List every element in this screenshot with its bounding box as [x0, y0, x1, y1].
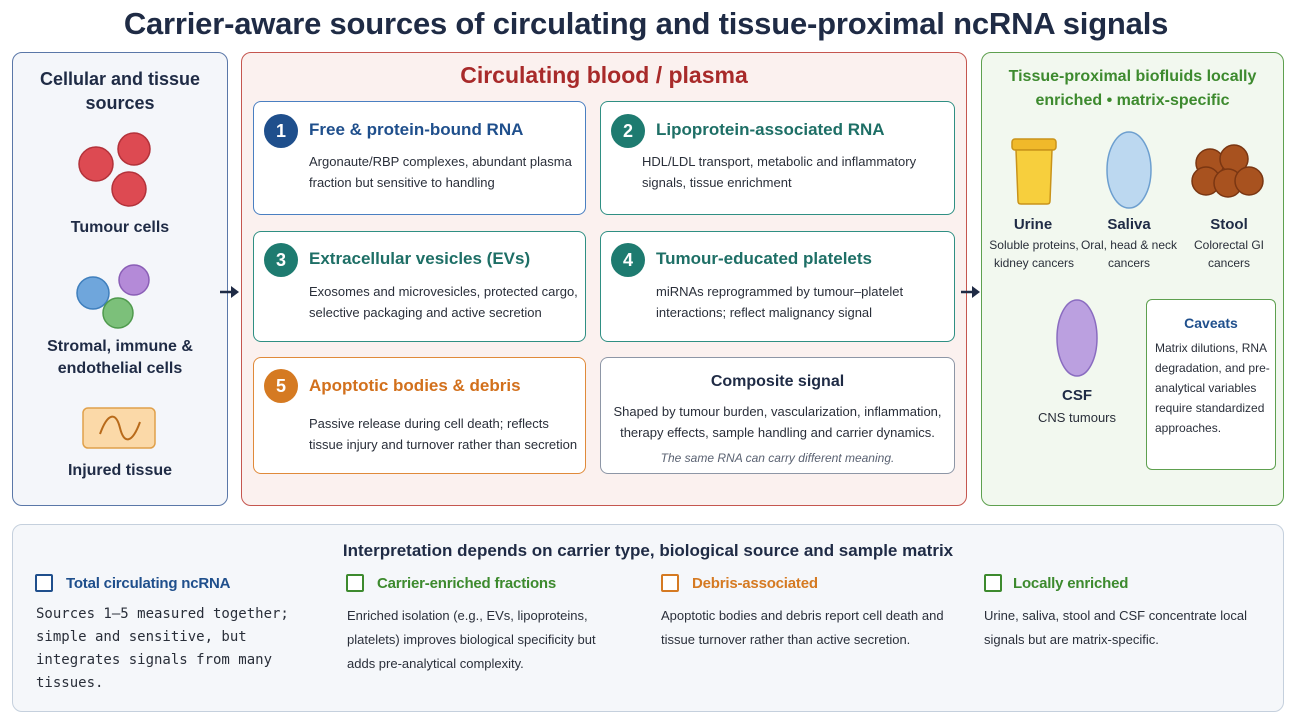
- card-description: miRNAs reprogrammed by tumour–platelet i…: [656, 284, 904, 320]
- carrier-card-ev: 3 Extracellular vesicles (EVs) Exosomes …: [253, 231, 586, 342]
- page-title: Carrier-aware sources of circulating and…: [123, 6, 1169, 41]
- sources-title: Cellular and tissue sources: [39, 69, 201, 113]
- saliva-description: Oral, head & neck cancers: [1080, 238, 1178, 270]
- composite-description: Shaped by tumour burden, vascularization…: [613, 404, 942, 440]
- carrier-card-lipoprotein: 2 Lipoprotein-associated RNA HDL/LDL tra…: [600, 101, 955, 215]
- number-badge: 4: [611, 243, 645, 277]
- card-title: Extracellular vesicles (EVs): [309, 249, 531, 268]
- checkbox-icon: [984, 574, 1002, 592]
- number-badge: 5: [264, 369, 298, 403]
- arrow-right-icon: [220, 286, 239, 298]
- debris-associated-label: Debris-associated: [692, 575, 818, 592]
- tumour-cells-label: Tumour cells: [70, 219, 170, 236]
- card-description: Argonaute/RBP complexes, abundant plasma…: [309, 154, 572, 190]
- card-description: Exosomes and microvesicles, protected ca…: [309, 284, 578, 320]
- biofluids-title: Tissue-proximal biofluids locally enrich…: [1008, 68, 1257, 109]
- locally-enriched-text: Urine, saliva, stool and CSF concentrate…: [984, 608, 1248, 647]
- caveats-text: Matrix dilutions, RNA degradation, and p…: [1155, 341, 1270, 435]
- saliva-label: Saliva: [1107, 216, 1151, 233]
- saliva-drop-icon: [1106, 131, 1152, 209]
- debris-associated-text: Apoptotic bodies and debris report cell …: [661, 608, 944, 647]
- stromal-cells-label: Stromal, immune & endothelial cells: [47, 338, 193, 377]
- stool-label: Stool: [1210, 216, 1248, 233]
- arrow-right-icon: [961, 286, 980, 298]
- blood-title: Circulating blood / plasma: [460, 62, 748, 88]
- carrier-enriched-text: Enriched isolation (e.g., EVs, lipoprote…: [347, 608, 596, 671]
- carrier-card-free-rna: 1 Free & protein-bound RNA Argonaute/RBP…: [253, 101, 586, 215]
- carrier-enriched-label: Carrier-enriched fractions: [377, 575, 557, 592]
- checkbox-icon: [346, 574, 364, 592]
- tumour-cells-icon: [78, 132, 151, 207]
- total-ncrna-text: Sources 1–5 measured together; simple an…: [36, 606, 289, 691]
- checkbox-icon: [661, 574, 679, 592]
- number-badge: 3: [264, 243, 298, 277]
- composite-note: The same RNA can carry different meaning…: [660, 451, 895, 465]
- card-title: Free & protein-bound RNA: [309, 120, 524, 139]
- interpretation-panel: [12, 524, 1284, 712]
- caveats-box: Caveats Matrix dilutions, RNA degradatio…: [1146, 299, 1276, 470]
- stool-description: Colorectal GI cancers: [1193, 238, 1265, 270]
- card-description: Passive release during cell death; refle…: [309, 416, 578, 452]
- number-badge: 2: [611, 114, 645, 148]
- urine-description: Soluble proteins, kidney cancers: [989, 238, 1079, 270]
- caveats-title: Caveats: [1184, 315, 1238, 331]
- number-badge: 1: [264, 114, 298, 148]
- csf-drop-icon: [1056, 299, 1098, 377]
- csf-label: CSF: [1062, 387, 1092, 404]
- composite-title: Composite signal: [710, 373, 845, 390]
- card-description: HDL/LDL transport, metabolic and inflamm…: [642, 154, 917, 190]
- checkbox-icon: [35, 574, 53, 592]
- card-title: Apoptotic bodies & debris: [309, 376, 521, 395]
- carrier-card-apoptotic: 5 Apoptotic bodies & debris Passive rele…: [253, 357, 586, 474]
- composite-signal-card: Composite signal Shaped by tumour burden…: [600, 357, 955, 474]
- urine-cup-icon: [1011, 138, 1057, 205]
- stromal-cells-icon: [76, 264, 150, 329]
- urine-label: Urine: [1013, 216, 1053, 233]
- stool-icon: [1191, 144, 1264, 198]
- card-title: Lipoprotein-associated RNA: [656, 120, 885, 139]
- csf-description: CNS tumours: [1037, 410, 1117, 425]
- carrier-card-platelets: 4 Tumour-educated platelets miRNAs repro…: [600, 231, 955, 342]
- total-ncrna-label: Total circulating ncRNA: [66, 575, 231, 592]
- interpretation-title: Interpretation depends on carrier type, …: [342, 541, 954, 560]
- locally-enriched-label: Locally enriched: [1013, 575, 1129, 592]
- injured-tissue-label: Injured tissue: [67, 462, 173, 479]
- injured-tissue-icon: [82, 407, 156, 449]
- card-title: Tumour-educated platelets: [656, 249, 872, 268]
